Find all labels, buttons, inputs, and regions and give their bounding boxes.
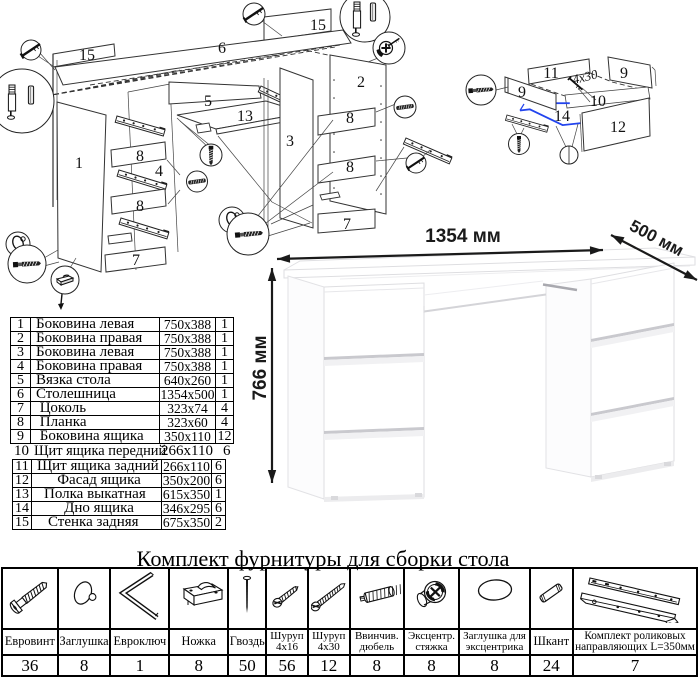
svg-text:4х30: 4х30 <box>571 66 600 87</box>
svg-text:7: 7 <box>343 216 351 233</box>
svg-text:10: 10 <box>590 93 606 110</box>
svg-text:14: 14 <box>554 108 570 125</box>
svg-text:8: 8 <box>136 148 144 165</box>
svg-text:11: 11 <box>543 65 558 82</box>
svg-text:2: 2 <box>357 74 365 91</box>
svg-text:5: 5 <box>204 93 212 110</box>
svg-text:15: 15 <box>79 47 95 64</box>
svg-text:9: 9 <box>518 84 526 101</box>
svg-text:1354 мм: 1354 мм <box>425 226 501 247</box>
svg-text:8: 8 <box>346 110 354 127</box>
svg-text:9: 9 <box>620 65 628 82</box>
svg-text:8: 8 <box>136 198 144 215</box>
svg-text:766 мм: 766 мм <box>250 335 271 400</box>
svg-text:6: 6 <box>218 40 226 57</box>
svg-text:13: 13 <box>237 108 253 125</box>
svg-text:4: 4 <box>155 163 163 180</box>
svg-text:12: 12 <box>610 119 626 136</box>
svg-text:1: 1 <box>75 155 83 172</box>
svg-text:15: 15 <box>310 17 326 34</box>
svg-text:3: 3 <box>286 133 294 150</box>
svg-text:8: 8 <box>346 159 354 176</box>
svg-text:7: 7 <box>132 252 140 269</box>
